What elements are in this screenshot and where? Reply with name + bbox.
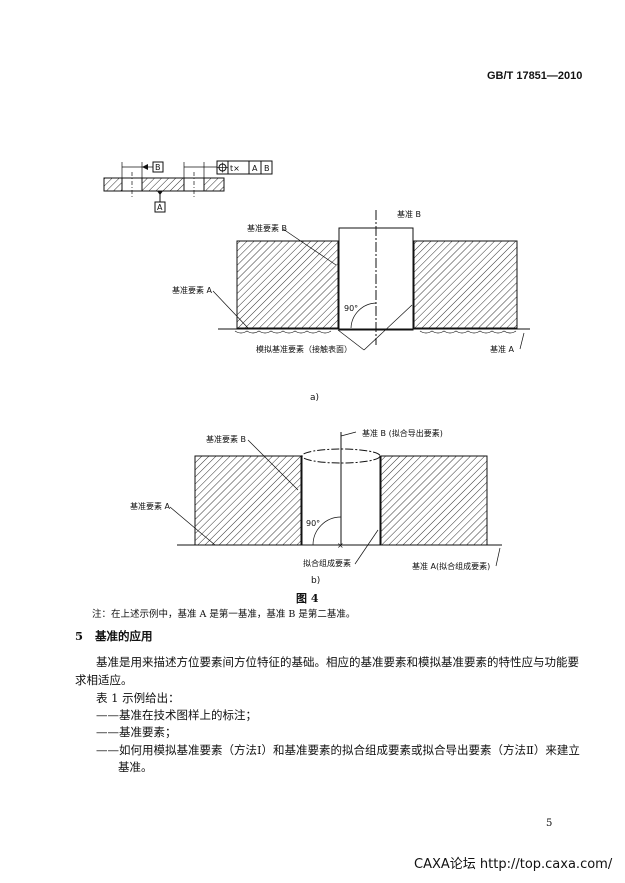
fcf-ref-b: B xyxy=(264,164,270,173)
label-datum-a: 基准 A xyxy=(490,344,515,354)
label-datum-feature-a: 基准要素 A xyxy=(130,501,171,511)
datum-b-box: B xyxy=(155,163,161,172)
list-item: ——如何用模拟基准要素（方法Ⅰ）和基准要素的拟合组成要素或拟合导出要素（方法Ⅱ）… xyxy=(96,743,580,757)
paragraph-line: 基准是用来描述方位要素间方位特征的基础。相应的基准要素和模拟基准要素的特性应与功… xyxy=(96,655,579,669)
label-datum-b-derived: 基准 B (拟合导出要素) xyxy=(362,428,443,438)
label-datum-b: 基准 B xyxy=(397,209,421,219)
angle-90: 90° xyxy=(306,519,320,528)
small-part-drawing: B t× A B A xyxy=(103,160,273,213)
label-datum-a-fitted: 基准 A(拟合组成要素) xyxy=(412,561,490,571)
fcf-tolerance: t× xyxy=(230,164,240,173)
figure-title: 图 4 xyxy=(296,592,319,605)
caption-b: b) xyxy=(311,576,320,586)
figure-a: 基准 B 基准要素 B 基准要素 A 90° 模拟基准要素（接触表面） 基准 A… xyxy=(172,209,530,403)
label-datum-feature-a: 基准要素 A xyxy=(172,285,213,295)
list-item: ——基准要素； xyxy=(96,725,177,739)
label-datum-feature-b: 基准要素 B xyxy=(247,223,287,233)
list-item: ——基准在技术图样上的标注； xyxy=(96,708,257,722)
fcf-ref-a: A xyxy=(252,164,258,173)
standard-number: GB/T 17851—2010 xyxy=(487,70,583,82)
figure-note: 注：在上述示例中，基准 A 是第一基准，基准 B 是第二基准。 xyxy=(92,609,356,620)
position-icon xyxy=(217,162,228,173)
paragraph-line: 求相适应。 xyxy=(75,673,133,687)
section-title: 基准的应用 xyxy=(95,629,153,643)
svg-text:×: × xyxy=(337,541,344,550)
label-simulated-feature: 模拟基准要素（接触表面） xyxy=(256,344,352,354)
list-item-continuation: 基准。 xyxy=(118,760,153,774)
page-number: 5 xyxy=(546,818,553,829)
angle-90: 90° xyxy=(344,304,358,313)
datum-a-box: A xyxy=(157,203,163,212)
label-fitted-feature: 拟合组成要素 xyxy=(303,558,351,568)
section-number: 5 xyxy=(75,629,84,643)
figure-b: × 基准 B (拟合导出要素) 基准要素 B 基准要素 A 90° 拟合组成要素… xyxy=(130,428,502,586)
section-heading: 5 基准的应用 xyxy=(75,628,153,644)
caption-a: a) xyxy=(310,393,319,403)
footer-watermark: CAXA论坛 http://top.caxa.com/ xyxy=(414,857,613,872)
paragraph-line: 表 1 示例给出： xyxy=(96,691,180,705)
label-datum-feature-b: 基准要素 B xyxy=(206,434,246,444)
